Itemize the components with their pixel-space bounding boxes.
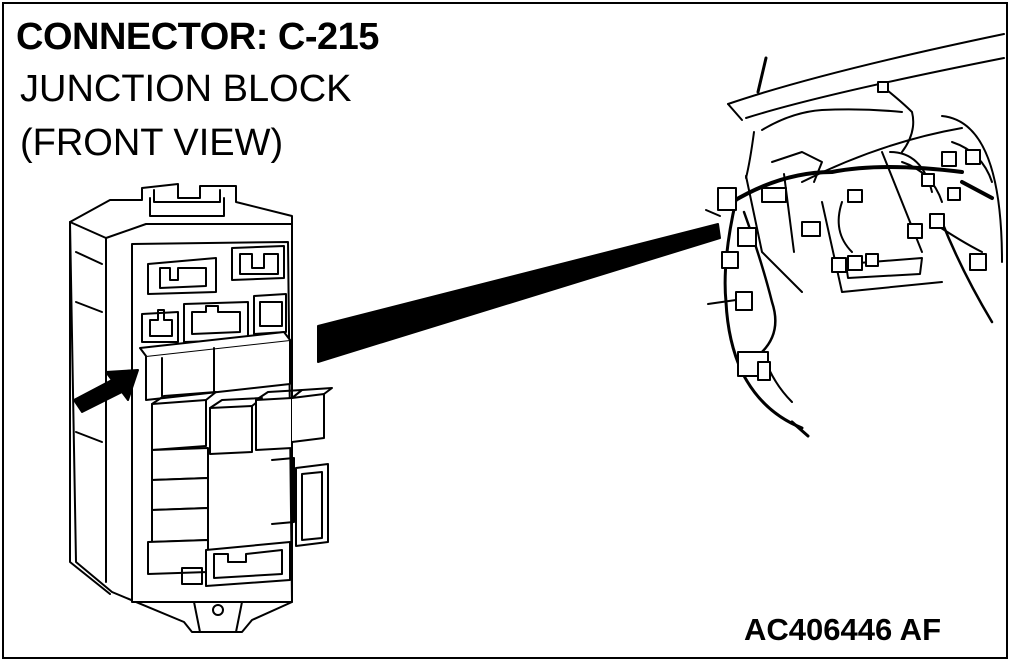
connector-title: CONNECTOR: C-215 [16, 16, 379, 58]
vehicle-harness [705, 33, 1005, 438]
junction-block [69, 183, 333, 633]
pointer-arrow [73, 369, 139, 413]
component-name: JUNCTION BLOCK [20, 68, 352, 110]
view-label: (FRONT VIEW) [20, 122, 284, 164]
illustration [69, 33, 1005, 633]
callout-leader [317, 223, 721, 363]
figure-code: AC406446 AF [744, 612, 942, 647]
